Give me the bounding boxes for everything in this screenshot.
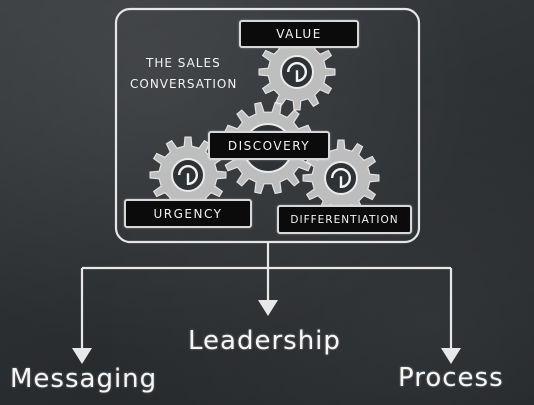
outcome-left: Messaging: [10, 364, 158, 394]
arrow-down-icon: [72, 348, 92, 364]
connector-lines: [80, 242, 453, 352]
value-gear: [258, 33, 336, 111]
heading-line-2: CONVERSATION: [130, 77, 238, 91]
discovery-label: DISCOVERY: [208, 131, 330, 160]
urgency-label: URGENCY: [124, 199, 252, 228]
arrow-heads: [72, 300, 461, 364]
arrow-down-icon: [258, 300, 278, 316]
urgency-gear: [149, 136, 227, 214]
heading-line-1: THE SALES: [146, 56, 221, 70]
differentiation-label: DIFFERENTIATION: [277, 205, 412, 234]
arrow-down-icon: [441, 348, 461, 364]
value-label: VALUE: [239, 20, 359, 48]
outcome-right: Process: [398, 363, 504, 393]
outcome-center: Leadership: [188, 326, 341, 356]
